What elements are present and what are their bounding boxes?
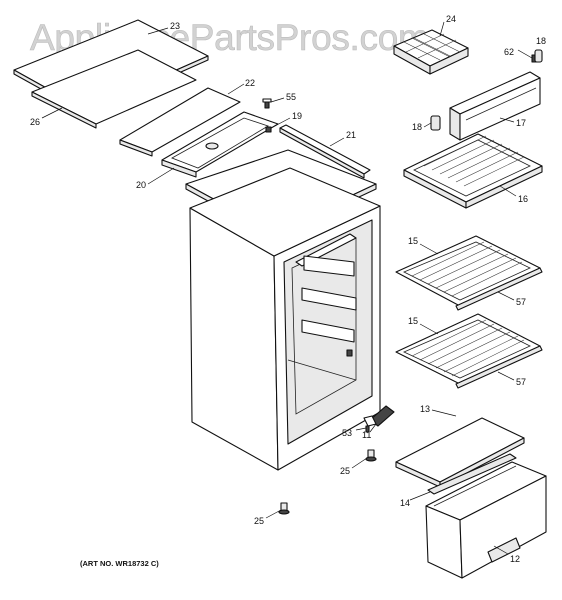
part-21-frame xyxy=(279,124,371,179)
callout-57-upper: 57 xyxy=(516,297,526,307)
callout-16: 16 xyxy=(518,194,528,204)
callout-22: 22 xyxy=(245,78,255,88)
part-55-screw xyxy=(262,98,272,109)
art-number: (ART NO. WR18732 C) xyxy=(80,559,159,568)
callout-21: 21 xyxy=(346,130,356,140)
callout-62: 62 xyxy=(504,47,514,57)
part-19-clip xyxy=(265,126,272,133)
callout-53: 53 xyxy=(342,428,352,438)
part-26-top-pad xyxy=(31,49,197,129)
callout-18-right: 18 xyxy=(536,36,546,46)
part-24-ice-tray xyxy=(393,29,469,75)
part-57-upper-shelf-trim xyxy=(455,267,543,311)
callout-57-lower: 57 xyxy=(516,377,526,387)
callout-20: 20 xyxy=(136,180,146,190)
callout-26: 26 xyxy=(30,117,40,127)
part-11-hinge xyxy=(363,405,395,427)
callout-18-left: 18 xyxy=(412,122,422,132)
part-18-clip-left xyxy=(430,115,441,131)
part-53-hinge-pin xyxy=(365,425,370,433)
cabinet-body xyxy=(189,167,381,471)
part-18-clip-right xyxy=(534,49,543,63)
callout-15-upper: 15 xyxy=(408,236,418,246)
part-25-leveling-leg-upper xyxy=(365,449,377,462)
part-14-cover-frame xyxy=(427,453,517,495)
callout-15-lower: 15 xyxy=(408,316,418,326)
part-16-drip-tray xyxy=(403,133,543,209)
callout-13: 13 xyxy=(420,404,430,414)
part-12-crisper-drawer xyxy=(425,461,547,579)
callout-19: 19 xyxy=(292,111,302,121)
part-17-freezer-door xyxy=(449,71,541,141)
part-57-lower-shelf-trim xyxy=(455,345,543,389)
callout-25-upper: 25 xyxy=(340,466,350,476)
part-25-leveling-leg-lower xyxy=(278,502,290,515)
part-13-crisper-cover xyxy=(395,417,525,488)
callout-12: 12 xyxy=(510,554,520,564)
callout-24: 24 xyxy=(446,14,456,24)
callout-11: 11 xyxy=(362,430,371,440)
part-22-panel xyxy=(119,87,241,157)
callout-55: 55 xyxy=(286,92,296,102)
callout-23: 23 xyxy=(170,21,180,31)
callout-14: 14 xyxy=(400,498,410,508)
leader-lines xyxy=(41,21,533,555)
part-15-upper-wire-shelf xyxy=(395,235,541,307)
callout-25-lower: 25 xyxy=(254,516,264,526)
callout-17: 17 xyxy=(516,118,526,128)
